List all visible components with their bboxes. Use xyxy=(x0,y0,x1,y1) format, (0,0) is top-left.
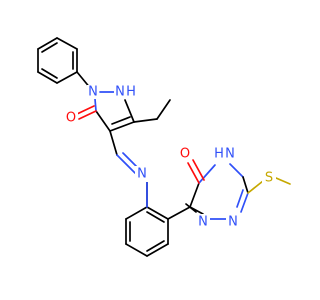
atom-nh-triazine-n: N xyxy=(225,147,235,162)
atom-nitrogen-triazine-b: N xyxy=(198,215,208,230)
triazinone-ring xyxy=(185,163,249,220)
pyrazolone-ring xyxy=(94,91,135,132)
bond-s-methyl xyxy=(275,177,291,185)
carbonyl-triazinone xyxy=(187,159,205,184)
atom-nh-pyrazole-h: H xyxy=(126,85,136,100)
atom-nitrogen-triazine-a: N xyxy=(228,215,238,230)
atom-oxygen-triazinone: O xyxy=(180,147,190,162)
atom-sulfur: S xyxy=(265,171,273,186)
atom-n-pyrazole-substituted: N xyxy=(88,85,98,100)
methyl-bond-extension xyxy=(156,99,171,120)
atom-nh-pyrazole-n: N xyxy=(115,85,125,100)
methyl-bond-pyrazolone xyxy=(133,118,158,123)
bond-c4-methine xyxy=(109,130,118,156)
phenyl-ring-n-substituent xyxy=(37,37,78,84)
atom-nitrogen-imine: N xyxy=(137,167,147,182)
atom-oxygen-pyrazolone: O xyxy=(66,111,76,126)
bond-triazine-s xyxy=(247,180,264,194)
carbonyl-pyrazolone xyxy=(76,105,97,120)
bond-benzene-triazine xyxy=(167,206,191,220)
molecule-structure: N N H O N O H N N N S xyxy=(37,37,291,257)
atom-nh-triazine-h: H xyxy=(214,147,224,162)
